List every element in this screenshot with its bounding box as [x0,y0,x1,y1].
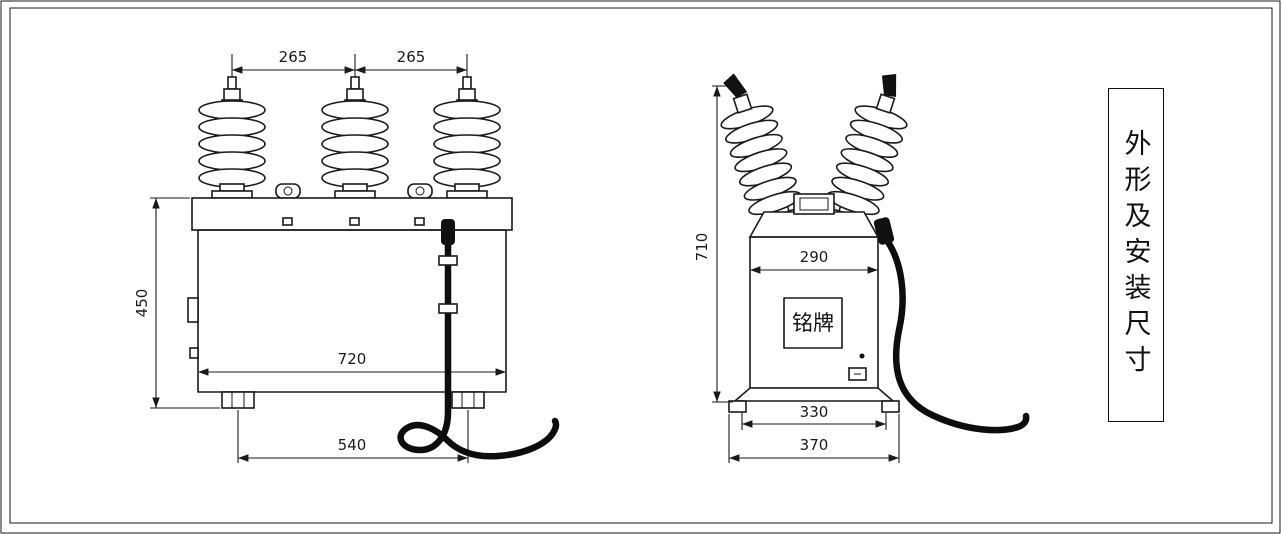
side-bracket [187,297,199,323]
cable-line [397,239,560,460]
dim-720: 720 [198,350,506,376]
lid-bolt-2 [349,217,360,226]
nameplate-frame [783,297,843,349]
dim-label: 370 [800,436,829,454]
side-view: 290 铭牌 710 330 [693,64,1030,463]
dim-label: 720 [338,350,367,368]
lid-bolt-1 [282,217,293,226]
lifting-lugs [275,183,433,199]
dim-label: 265 [279,48,308,66]
dim-370: 370 [728,414,900,463]
sheet-title: 外形及安装尺寸 [1120,129,1151,381]
bolt-dot [859,353,865,359]
dim-label: 450 [133,289,151,318]
cable-gland [873,217,895,245]
side-tab [189,347,199,359]
dim-label: 330 [800,403,829,421]
dim-710: 710 [693,85,733,403]
cable-gland [441,219,455,245]
dim-290: 290 [750,248,878,274]
bushing-side-right-icon [820,64,922,232]
cable-clamp-2 [438,303,458,314]
front-view: 265 265 [133,48,560,463]
dim-label: 265 [397,48,426,66]
nameplate-label: 铭牌 [792,311,834,335]
dim-540: 540 [237,410,469,463]
bushing-center-icon [321,76,389,199]
dim-label: 710 [693,233,711,262]
dim-265-right: 265 [355,48,467,74]
handle-inner [799,197,829,211]
foot-right [451,391,485,409]
foot-left [221,391,255,409]
inner-border [9,7,1273,524]
lug-right-hole [415,186,425,196]
dim-450: 450 [133,197,220,409]
mounting-feet [221,391,485,409]
foot-side-left [728,400,747,413]
front-cable [397,219,560,460]
base-skirt [728,387,900,413]
side-cable [873,217,1030,434]
foot-side-right [881,400,900,413]
bushing-right-icon [433,76,501,199]
skirt [732,387,896,402]
lug-right [407,183,433,199]
handle [793,193,835,215]
top-cover [748,211,880,238]
bushing-left-icon [198,76,266,199]
title-block: 外形及安装尺寸 [1108,88,1164,422]
dim-label: 290 [800,248,829,266]
bushing-side-left-icon [706,64,808,232]
dim-label: 540 [338,436,367,454]
lug-left-hole [283,186,293,196]
cable-line [884,238,1030,434]
lug-left [275,183,301,199]
dim-330: 330 [741,403,887,430]
dim-265-left: 265 [232,48,355,74]
nameplate: 铭牌 [783,297,843,349]
lid-bolt-3 [414,217,425,226]
cable-clamp-1 [438,255,458,266]
